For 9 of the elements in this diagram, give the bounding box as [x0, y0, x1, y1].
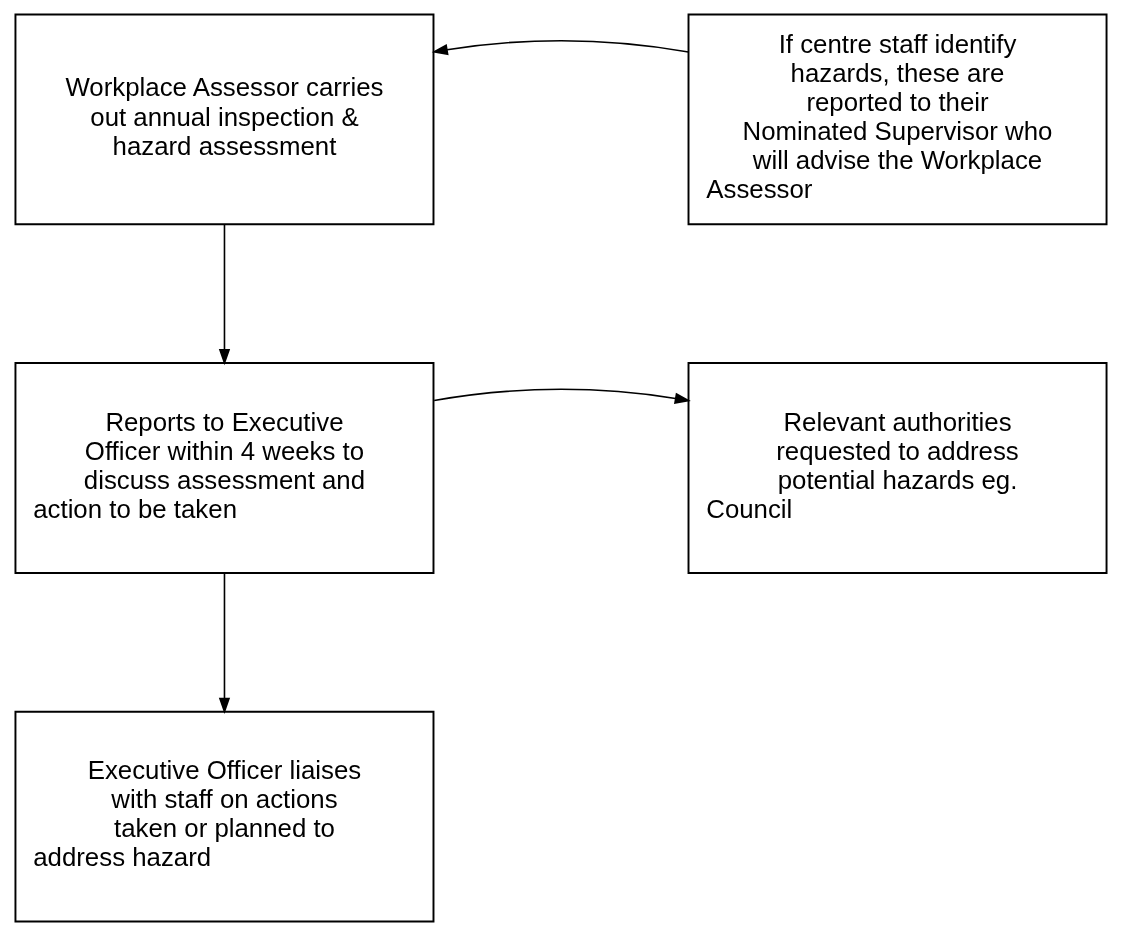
node-box: Executive Officer liaises with staff on actions taken or planned to address hazard: [14, 710, 435, 923]
arrow: [433, 388, 691, 404]
arrow: [431, 39, 690, 56]
node-box: If centre staff identify hazards, these are reported to their Nominated Supervisor who will advise the Workplace Assessor: [687, 13, 1108, 226]
node-box: Relevant authorities requested to address potential hazards eg. Council: [687, 362, 1108, 574]
arrow: [218, 572, 231, 714]
node-box: Workplace Assessor carries out annual inspection & hazard assessment: [14, 13, 435, 226]
node-box: Reports to Executive Officer within 4 weeks to discuss assessment and action to be taken: [14, 362, 435, 574]
arrow: [218, 223, 231, 366]
